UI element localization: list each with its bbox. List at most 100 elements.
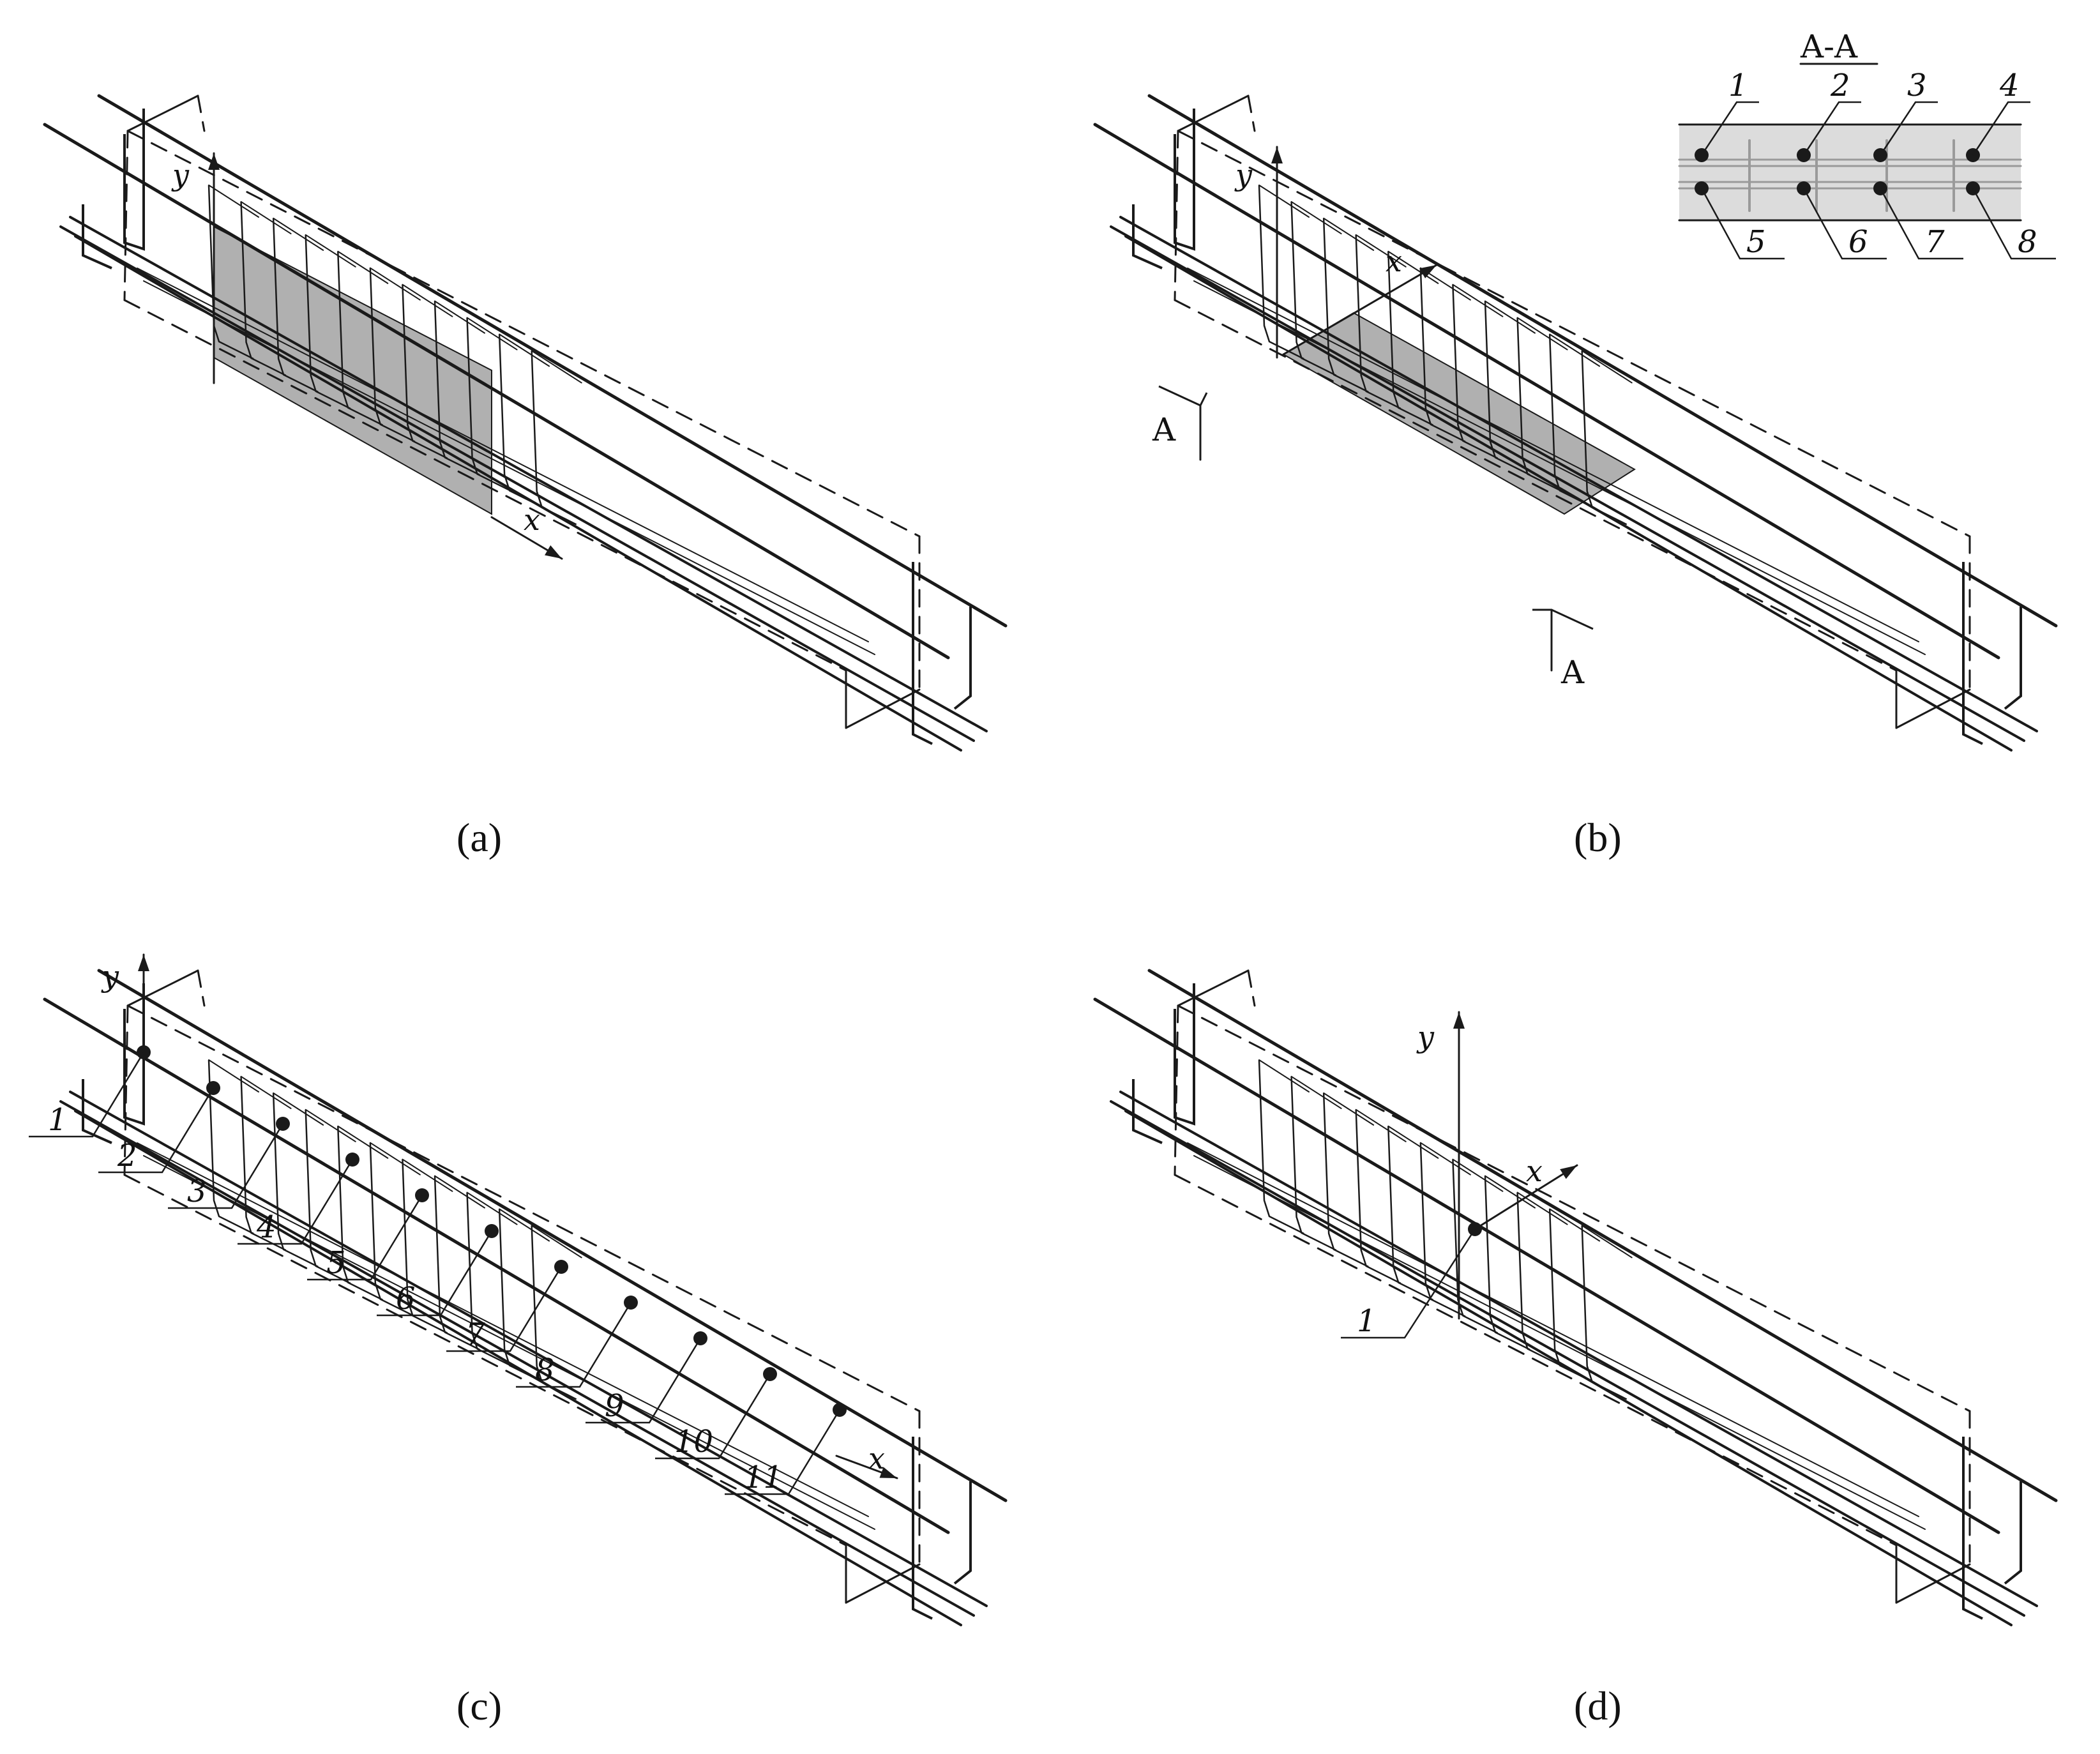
axis-x-label-c: x [868, 1441, 885, 1476]
concrete-right-bottom [845, 1563, 921, 1604]
stirrup-top-2 [240, 1075, 292, 1109]
mid-bar-1 [1187, 1142, 1919, 1517]
beam-a: yx [43, 94, 1008, 752]
bottom-bar-2 [59, 225, 975, 742]
stirrup-top-7 [402, 1158, 453, 1192]
caption-b: (b) [1574, 815, 1622, 860]
end-hook-left-2 [82, 204, 112, 269]
leader-9 [585, 1338, 702, 1424]
axis-x-label-a: x [524, 503, 540, 537]
end-hook-left [1174, 109, 1195, 251]
stirrup-top-3 [1323, 217, 1375, 251]
bottom-bar-2 [1110, 1100, 2025, 1617]
stirrup-1 [1258, 185, 1304, 360]
top-bar-back [1147, 969, 2058, 1502]
point-label-1: 1 [48, 1102, 68, 1138]
section-mark-right-arrow [1532, 609, 1594, 630]
stirrup-top-4 [1355, 234, 1407, 268]
concrete-left-edge [1174, 1004, 1179, 1176]
concrete-left-edge [1174, 130, 1179, 301]
end-hook-right-2 [2004, 1481, 2022, 1585]
top-bar-front [43, 997, 950, 1534]
stirrup-top-5 [1387, 250, 1439, 284]
concrete-bottom-edge [123, 299, 847, 672]
top-bar-front [43, 123, 950, 660]
section-label-2: 2 [1830, 68, 1850, 103]
leader-6 [377, 1230, 493, 1317]
section-label-6: 6 [1848, 224, 1868, 260]
stirrup-top-8 [434, 1175, 485, 1209]
concrete-right-bottom [845, 688, 921, 729]
point-label-9: 9 [605, 1388, 624, 1424]
axis-x-b [1282, 264, 1438, 356]
section-mark-left-arrow [1158, 385, 1208, 407]
point-label-6: 6 [396, 1281, 416, 1317]
stirrup-top-11 [531, 1225, 582, 1259]
section-leader-3 [1879, 101, 1938, 156]
stirrup-top-7 [1452, 1158, 1504, 1192]
concrete-bottom-edge [123, 1174, 847, 1546]
stirrup-top-11 [1581, 1225, 1633, 1259]
stirrup-6 [369, 1142, 416, 1317]
axis-x-d [1474, 1164, 1578, 1230]
point-label-2: 2 [117, 1138, 137, 1174]
end-hook-left-2 [1132, 204, 1163, 269]
stirrup-top-2 [1290, 200, 1342, 234]
bottom-bar-1 [69, 216, 988, 732]
stirrup-4 [305, 234, 351, 409]
stirrup-top-11 [1581, 350, 1633, 384]
stirrup-top-8 [434, 300, 485, 334]
stirrup-9 [1516, 317, 1563, 492]
stirrup-top-5 [1387, 1125, 1439, 1159]
stirrup-6 [369, 268, 416, 442]
stirrup-top-2 [1290, 1075, 1342, 1109]
point-label-4: 4 [256, 1209, 276, 1245]
end-hook-right [912, 562, 933, 745]
axis-y-d-head [1453, 1012, 1465, 1029]
stirrup-top-8 [1484, 300, 1536, 334]
stirrup-top-11 [531, 350, 582, 384]
stirrup-7 [1452, 284, 1498, 459]
axis-x-d-head [1560, 1165, 1577, 1179]
beam-d: yx1 [1093, 969, 2058, 1626]
concrete-left-back [197, 969, 206, 1007]
stirrup-top-2 [240, 200, 292, 234]
stirrup-3 [1322, 1092, 1369, 1268]
axis-y-b-head [1271, 147, 1283, 163]
mid-bar-2 [1193, 280, 1926, 655]
stirrup-top-1 [1258, 1059, 1310, 1092]
leader-10 [655, 1373, 771, 1460]
axis-y-a-head [208, 153, 220, 170]
stirrup-top-9 [466, 317, 518, 351]
stirrup-7 [402, 284, 448, 459]
end-hook-right-2 [953, 1481, 972, 1585]
stirrup-top-4 [1355, 1108, 1407, 1142]
stirrup-top-9 [1516, 317, 1568, 351]
stirrup-10 [498, 1209, 545, 1384]
section-leader-6 [1802, 188, 1887, 260]
stirrup-top-10 [1549, 1208, 1601, 1242]
mid-bar-1 [137, 1142, 869, 1517]
section-label-5: 5 [1746, 224, 1766, 260]
leader-7 [446, 1266, 563, 1352]
point-label-5: 5 [326, 1245, 346, 1281]
axis-y-label-d: y [1416, 1020, 1435, 1054]
stirrup-3 [1322, 218, 1369, 393]
section-leader-4 [1972, 101, 2030, 156]
stirrup-9 [1516, 1192, 1563, 1367]
stirrup-11 [1581, 351, 1628, 525]
stirrup-3 [272, 218, 319, 393]
stirrup-8 [434, 1176, 480, 1350]
axis-y-label-a: y [171, 158, 190, 192]
concrete-left-top [1177, 95, 1250, 132]
mid-bar-2 [1193, 1155, 1926, 1530]
bottom-bar-1 [1119, 1091, 2038, 1607]
caption-a: (a) [457, 815, 502, 860]
stirrup-top-6 [1419, 1142, 1471, 1176]
stirrup-2 [240, 1076, 287, 1251]
leader-3 [168, 1123, 284, 1209]
concrete-top-edge [1177, 1004, 1971, 1412]
